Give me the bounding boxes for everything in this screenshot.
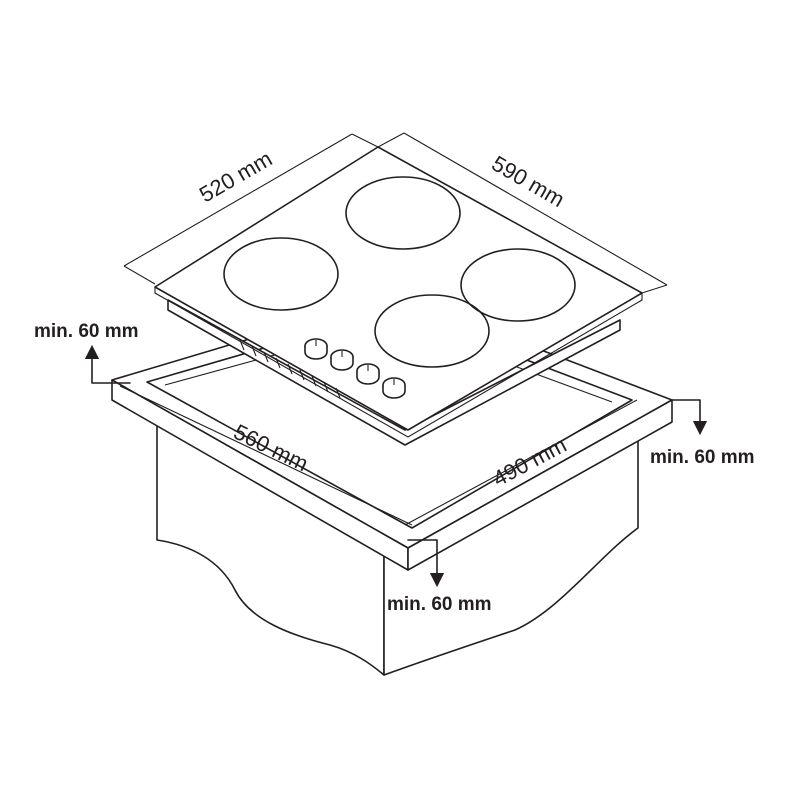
cooking-zone-back-right [460,248,576,322]
label-clearance-left: min. 60 mm [34,321,139,342]
cabinet-left-panel [156,419,385,676]
cooking-zone-front-right [374,294,490,368]
clearance-arrow-front [407,539,445,588]
label-clearance-right: min. 60 mm [650,447,755,468]
label-hob-width: 520 mm [195,146,276,207]
dim-line-hob-width [123,133,353,267]
clearance-arrow-left [84,344,131,384]
label-hob-depth: 590 mm [488,151,569,212]
dim-line-cutout-depth [404,399,638,526]
knob-3 [356,363,380,385]
knob-4 [382,377,406,399]
label-clearance-front: min. 60 mm [387,594,492,615]
cabinet-right-panel [383,429,639,676]
hob-glass-edge [154,287,643,438]
knob-2 [330,349,354,371]
knob-1 [304,338,328,360]
hob [154,146,643,446]
hob-body [167,299,621,446]
dim-line-cutout-width [119,385,413,526]
control-knobs [304,338,406,399]
worktop-front-right-edge [407,399,673,571]
clearance-arrow-right [671,399,708,436]
cabinet [156,419,639,676]
cooking-zone-back-left [345,176,461,250]
cooking-zone-front-left [223,237,339,311]
dim-line-hob-depth [403,132,668,286]
hob-vents [239,339,341,399]
dimension-lines [119,132,668,526]
clearance-arrows [84,344,708,588]
